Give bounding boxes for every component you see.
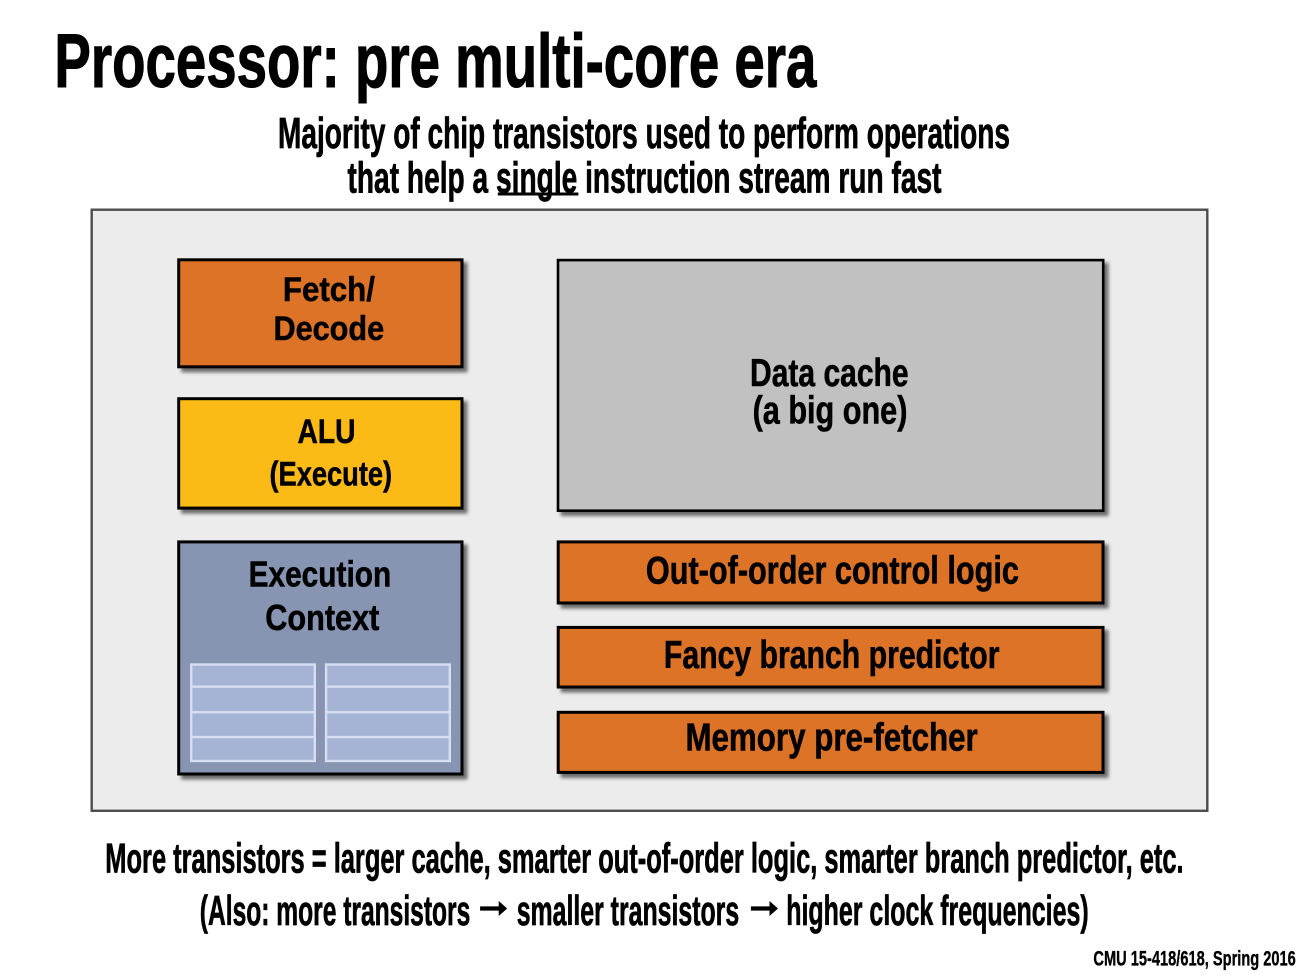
svg-text:(Execute): (Execute) [269,456,392,494]
svg-text:Fancy branch predictor: Fancy branch predictor [664,634,1000,677]
svg-text:Memory pre-fetcher: Memory pre-fetcher [685,717,977,760]
svg-text:(a big one): (a big one) [753,389,908,432]
svg-text:More transistors = larger cach: More transistors = larger cache, smarter… [105,834,1183,881]
svg-text:Decode: Decode [273,310,384,348]
svg-text:Majority of chip transistors u: Majority of chip transistors used to per… [278,109,1010,158]
svg-text:Context: Context [265,597,379,638]
svg-text:CMU 15-418/618, Spring 2016: CMU 15-418/618, Spring 2016 [1093,948,1295,971]
svg-text:(Also: more transistors: (Also: more transistors [200,887,471,934]
svg-text:ALU: ALU [298,413,356,451]
svg-text:that help a single instruction: that help a single instruction stream ru… [348,153,942,202]
svg-text:Out-of-order control logic: Out-of-order control logic [646,549,1019,592]
svg-text:Execution: Execution [249,554,392,595]
svg-text:Fetch/: Fetch/ [283,271,376,309]
svg-text:smaller transistors: smaller transistors [517,887,740,934]
svg-text:higher clock frequencies): higher clock frequencies) [786,887,1088,934]
svg-text:Data cache: Data cache [750,352,909,395]
svg-text:Processor: pre multi-core era: Processor: pre multi-core era [54,19,817,104]
